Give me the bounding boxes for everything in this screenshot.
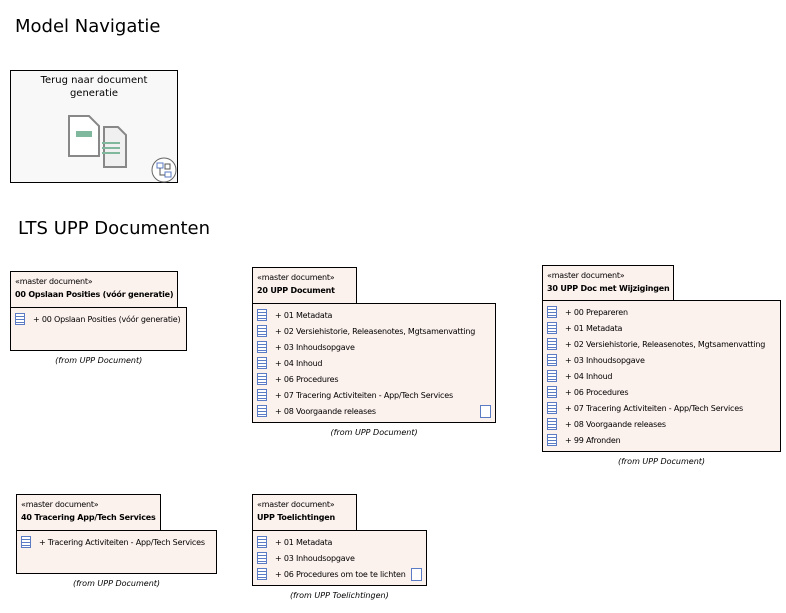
item-label: + 00 Opslaan Posities (vóór generatie) bbox=[33, 314, 181, 324]
package-stereotype: «master document» bbox=[257, 273, 335, 282]
document-icon bbox=[547, 418, 557, 430]
package-body: + 00 Opslaan Posities (vóór generatie) (f… bbox=[10, 307, 188, 365]
list-item[interactable]: + 03 Inhoudsopgave bbox=[547, 352, 774, 368]
list-item[interactable]: + 08 Voorgaande releases bbox=[547, 416, 774, 432]
list-item[interactable]: + 04 Inhoud bbox=[257, 355, 475, 371]
list-item[interactable]: + 07 Tracering Activiteiten - App/Tech S… bbox=[257, 387, 475, 403]
document-icon bbox=[547, 402, 557, 414]
document-icon bbox=[547, 386, 557, 398]
list-item[interactable]: + 01 Metadata bbox=[547, 320, 774, 336]
document-icon bbox=[21, 536, 31, 548]
package-name: 00 Opslaan Posities (vóór generatie) bbox=[15, 290, 174, 299]
document-icon bbox=[257, 552, 267, 564]
item-label: + 06 Procedures bbox=[565, 387, 629, 397]
document-icon bbox=[547, 306, 557, 318]
document-icon bbox=[257, 341, 267, 353]
list-item[interactable]: + 08 Voorgaande releases bbox=[257, 403, 475, 419]
package-tab: «master document» 00 Opslaan Posities (v… bbox=[10, 271, 179, 308]
document-icon bbox=[257, 568, 267, 580]
item-label: + Tracering Activiteiten - App/Tech Serv… bbox=[39, 537, 205, 547]
package-tab: «master document» 40 Tracering App/Tech … bbox=[16, 494, 161, 531]
package-tab: «master document» UPP Toelichtingen bbox=[252, 494, 357, 531]
document-link-icon bbox=[480, 405, 492, 418]
item-label: + 04 Inhoud bbox=[565, 371, 613, 381]
list-item[interactable]: + 06 Procedures om toe te lichten bbox=[257, 566, 406, 582]
heading-lts-upp-documenten: LTS UPP Documenten bbox=[18, 218, 211, 239]
item-label: + 06 Procedures bbox=[275, 374, 339, 384]
list-item[interactable]: + 06 Procedures bbox=[257, 371, 475, 387]
document-icon bbox=[15, 313, 25, 325]
list-item[interactable]: + 04 Inhoud bbox=[547, 368, 774, 384]
list-item[interactable]: + 99 Afronden bbox=[547, 432, 774, 448]
item-label: + 01 Metadata bbox=[275, 310, 333, 320]
item-label: + 00 Prepareren bbox=[565, 307, 628, 317]
item-label: + 03 Inhoudsopgave bbox=[275, 342, 355, 352]
document-icon bbox=[257, 357, 267, 369]
package-name: 30 UPP Doc met Wijzigingen bbox=[547, 284, 670, 293]
package-body: + 00 Prepareren + 01 Metadata + 02 Versieh… bbox=[542, 300, 781, 466]
package-body: + 01 Metadata + 02 Versiehistorie, Releas… bbox=[252, 303, 497, 437]
package-origin: (from UPP Toelichtingen) bbox=[289, 591, 389, 600]
document-icon bbox=[547, 338, 557, 350]
document-link-icon bbox=[410, 568, 422, 581]
item-label: + 06 Procedures om toe te lichten bbox=[275, 569, 406, 579]
item-label: + 08 Voorgaande releases bbox=[275, 406, 376, 416]
package-stereotype: «master document» bbox=[21, 500, 99, 509]
document-icon bbox=[547, 370, 557, 382]
package-name: 40 Tracering App/Tech Services bbox=[21, 513, 156, 522]
package-stereotype: «master document» bbox=[547, 271, 625, 280]
package-origin: (from UPP Document) bbox=[330, 428, 418, 437]
item-label: + 07 Tracering Activiteiten - App/Tech S… bbox=[275, 390, 453, 400]
navigation-box[interactable]: Terug naar document generatie bbox=[10, 70, 178, 183]
heading-model-navigatie: Model Navigatie bbox=[15, 16, 161, 37]
list-item[interactable]: + 06 Procedures bbox=[547, 384, 774, 400]
item-label: + 02 Versiehistorie, Releasenotes, Mgtsa… bbox=[565, 339, 766, 349]
list-item[interactable]: + 03 Inhoudsopgave bbox=[257, 339, 475, 355]
list-item[interactable]: + 02 Versiehistorie, Releasenotes, Mgtsa… bbox=[547, 336, 774, 352]
item-label: + 03 Inhoudsopgave bbox=[565, 355, 645, 365]
item-label: + 01 Metadata bbox=[275, 537, 333, 547]
list-item[interactable]: + 02 Versiehistorie, Releasenotes, Mgtsa… bbox=[257, 323, 475, 339]
package-name: UPP Toelichtingen bbox=[257, 513, 335, 522]
list-item[interactable]: + 00 Opslaan Posities (vóór generatie) bbox=[15, 311, 181, 327]
item-label: + 99 Afronden bbox=[565, 435, 621, 445]
document-icon bbox=[257, 536, 267, 548]
document-icon bbox=[257, 309, 267, 321]
package-stereotype: «master document» bbox=[257, 500, 335, 509]
list-item[interactable]: + 07 Tracering Activiteiten - App/Tech S… bbox=[547, 400, 774, 416]
navigation-label: Terug naar document generatie bbox=[40, 75, 148, 99]
document-icon bbox=[257, 405, 267, 417]
package-origin: (from UPP Document) bbox=[55, 356, 143, 365]
document-icon bbox=[547, 322, 557, 334]
diagram-link-icon bbox=[151, 157, 177, 183]
package-name: 20 UPP Document bbox=[257, 286, 335, 295]
item-label: + 04 Inhoud bbox=[275, 358, 323, 368]
document-icon bbox=[547, 354, 557, 366]
document-icon bbox=[257, 325, 267, 337]
item-label: + 02 Versiehistorie, Releasenotes, Mgtsa… bbox=[275, 326, 476, 336]
package-tab: «master document» 20 UPP Document bbox=[252, 267, 357, 304]
package-body: + Tracering Activiteiten - App/Tech Serv… bbox=[16, 530, 217, 588]
document-icon bbox=[547, 434, 557, 446]
package-stereotype: «master document» bbox=[15, 277, 93, 286]
list-item[interactable]: + 03 Inhoudsopgave bbox=[257, 550, 406, 566]
item-label: + 01 Metadata bbox=[565, 323, 623, 333]
list-item[interactable]: + 01 Metadata bbox=[257, 534, 406, 550]
document-icon bbox=[257, 389, 267, 401]
item-label: + 07 Tracering Activiteiten - App/Tech S… bbox=[565, 403, 743, 413]
item-label: + 08 Voorgaande releases bbox=[565, 419, 666, 429]
package-body: + 01 Metadata + 03 Inhoudsopgave + 06 Proc… bbox=[252, 530, 427, 600]
document-icon bbox=[257, 373, 267, 385]
list-item[interactable]: + 01 Metadata bbox=[257, 307, 475, 323]
package-origin: (from UPP Document) bbox=[617, 457, 706, 466]
list-item[interactable]: + 00 Prepareren bbox=[547, 304, 774, 320]
package-origin: (from UPP Document) bbox=[72, 579, 161, 588]
list-item[interactable]: + Tracering Activiteiten - App/Tech Serv… bbox=[21, 534, 210, 550]
documents-icon bbox=[68, 115, 127, 168]
package-tab: «master document» 30 UPP Doc met Wijzigi… bbox=[542, 265, 675, 301]
item-label: + 03 Inhoudsopgave bbox=[275, 553, 355, 563]
